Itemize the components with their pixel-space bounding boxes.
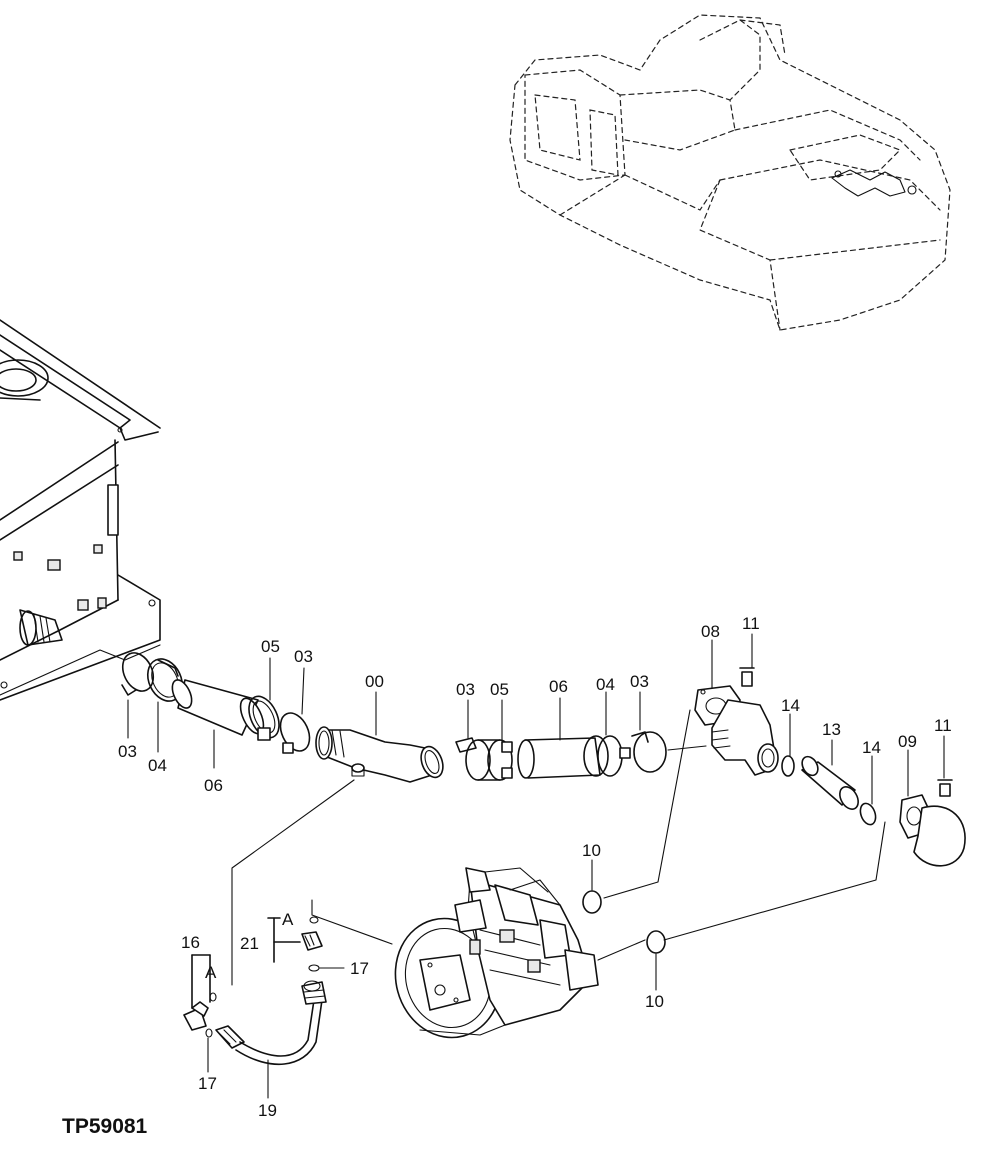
clamp-03-right [455, 737, 477, 753]
clamp-05-left [248, 695, 280, 741]
callout-A-upper: A [282, 910, 294, 929]
o-ring-14-a [781, 755, 795, 777]
callout-21: 21 [240, 934, 259, 953]
callout-14-lower: 14 [862, 738, 881, 757]
callout-03-mid: 03 [294, 647, 313, 666]
callout-leaders [127, 633, 945, 1099]
callout-13: 13 [822, 720, 841, 739]
flange-elbow-08 [694, 667, 779, 776]
clamp-03-left [121, 652, 155, 696]
leader-A-to-pump [311, 899, 393, 945]
callout-09: 09 [898, 732, 917, 751]
hose-19 [215, 980, 327, 1066]
callout-08: 08 [701, 622, 720, 641]
leader-08-to-pump [603, 709, 691, 899]
hose-06-right [517, 737, 601, 779]
hydraulic-tank [0, 319, 161, 701]
callout-05-left: 05 [261, 637, 280, 656]
hydraulic-pump [394, 867, 599, 1039]
o-ring-10-b [646, 930, 666, 954]
clamp-03-mid [279, 712, 311, 754]
excavator-overview [509, 14, 951, 331]
callout-11-right: 11 [934, 716, 952, 735]
callout-11-top: 11 [742, 614, 760, 633]
pipe-13 [801, 755, 859, 810]
o-ring-17-a [308, 964, 345, 972]
callout-10-lower: 10 [645, 992, 664, 1011]
callout-19: 19 [258, 1101, 277, 1120]
callout-10-upper: 10 [582, 841, 601, 860]
callout-05-right: 05 [490, 680, 509, 699]
callout-labels: 03 04 06 05 03 00 03 05 06 04 03 08 11 1… [118, 614, 952, 1120]
callout-03-right: 03 [456, 680, 475, 699]
o-ring-14-b [859, 802, 877, 826]
callout-04-right: 04 [596, 675, 615, 694]
callout-A-lower: A [205, 963, 217, 982]
o-ring-10-a [582, 890, 602, 914]
diagram-code: TP59081 [62, 1115, 148, 1138]
leader-09-to-pump [663, 821, 886, 941]
callout-06-left: 06 [204, 776, 223, 795]
callout-14-upper: 14 [781, 696, 800, 715]
callout-17-right: 17 [350, 959, 369, 978]
fitting-21 [267, 916, 323, 963]
callout-16: 16 [181, 933, 200, 952]
callout-06-right: 06 [549, 677, 568, 696]
leader-00-to-A [231, 779, 355, 986]
o-ring-17-b [205, 1028, 213, 1038]
clamp-04-right [583, 735, 631, 777]
clamp-05-right [465, 739, 513, 781]
leader-pump-to-10 [597, 939, 646, 961]
clamp-03-far-right [631, 731, 667, 773]
callout-03-far-right: 03 [630, 672, 649, 691]
flange-09 [899, 779, 966, 867]
callout-17-lower: 17 [198, 1074, 217, 1093]
clamp-04-left [146, 658, 184, 702]
suction-hose-assembly [121, 652, 707, 783]
callout-04-left: 04 [148, 756, 167, 775]
elbow-pipe-00 [315, 726, 444, 783]
fitting-16 [183, 954, 217, 1031]
callout-00: 00 [365, 672, 384, 691]
callout-03-left: 03 [118, 742, 137, 761]
